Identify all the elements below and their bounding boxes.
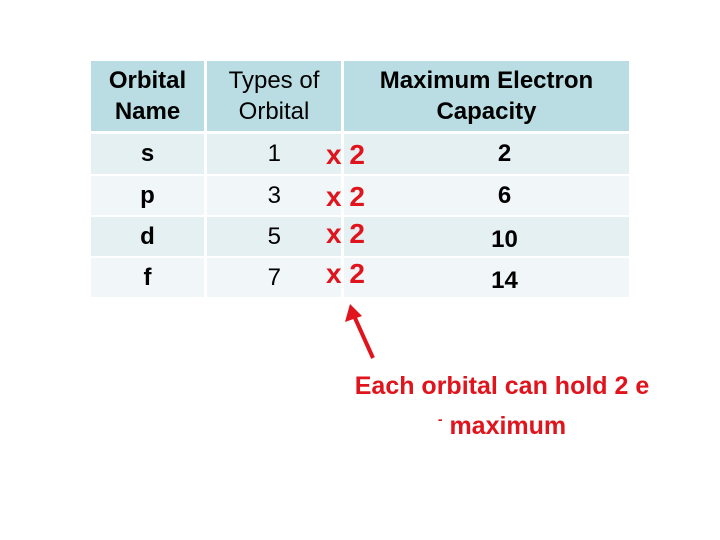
- orbital-name-cell: s: [91, 134, 204, 174]
- capacity-cell: 6: [344, 176, 629, 215]
- header-text: Types of: [228, 67, 320, 94]
- orbital-types-cell: 3: [207, 176, 341, 215]
- header-text: Orbital: [108, 67, 187, 94]
- orbital-types-cell: 7: [207, 258, 341, 297]
- header-types-of-orbital: Types of Orbital: [207, 61, 341, 131]
- table-row: f 7 14: [91, 258, 629, 297]
- orbital-name-cell: d: [91, 217, 204, 256]
- header-text: Orbital: [238, 98, 310, 125]
- orbital-types-cell: 1: [207, 134, 341, 174]
- multiplier-label: x 2: [326, 258, 365, 289]
- table-row: s 1 2: [91, 134, 629, 174]
- orbital-name-cell: p: [91, 176, 204, 215]
- table-row: d 5 10: [91, 217, 629, 256]
- header-text: Maximum Electron: [379, 67, 594, 94]
- annotation-line-1: Each orbital can hold 2 e: [354, 372, 650, 400]
- orbital-name-cell: f: [91, 258, 204, 297]
- annotation-note: Each orbital can hold 2 e - maximum: [316, 370, 688, 443]
- superscript-minus: -: [437, 411, 443, 427]
- multiplier-label: x 2: [326, 139, 365, 170]
- capacity-cell: 10: [344, 217, 629, 256]
- annotation-line-2: - maximum: [316, 403, 688, 443]
- header-text: Capacity: [436, 98, 537, 125]
- header-orbital-name: Orbital Name: [91, 61, 204, 131]
- annotation-maximum: maximum: [449, 412, 567, 440]
- capacity-cell: 14: [344, 258, 629, 297]
- multiplier-label: x 2: [326, 218, 365, 249]
- table-header-row: Orbital Name Types of Orbital Maximum El…: [91, 61, 629, 131]
- header-text: Name: [114, 98, 181, 125]
- table-row: p 3 6: [91, 176, 629, 215]
- capacity-cell: 2: [344, 134, 629, 174]
- orbital-types-cell: 5: [207, 217, 341, 256]
- header-max-electron-capacity: Maximum Electron Capacity: [344, 61, 629, 131]
- multiplier-label: x 2: [326, 181, 365, 212]
